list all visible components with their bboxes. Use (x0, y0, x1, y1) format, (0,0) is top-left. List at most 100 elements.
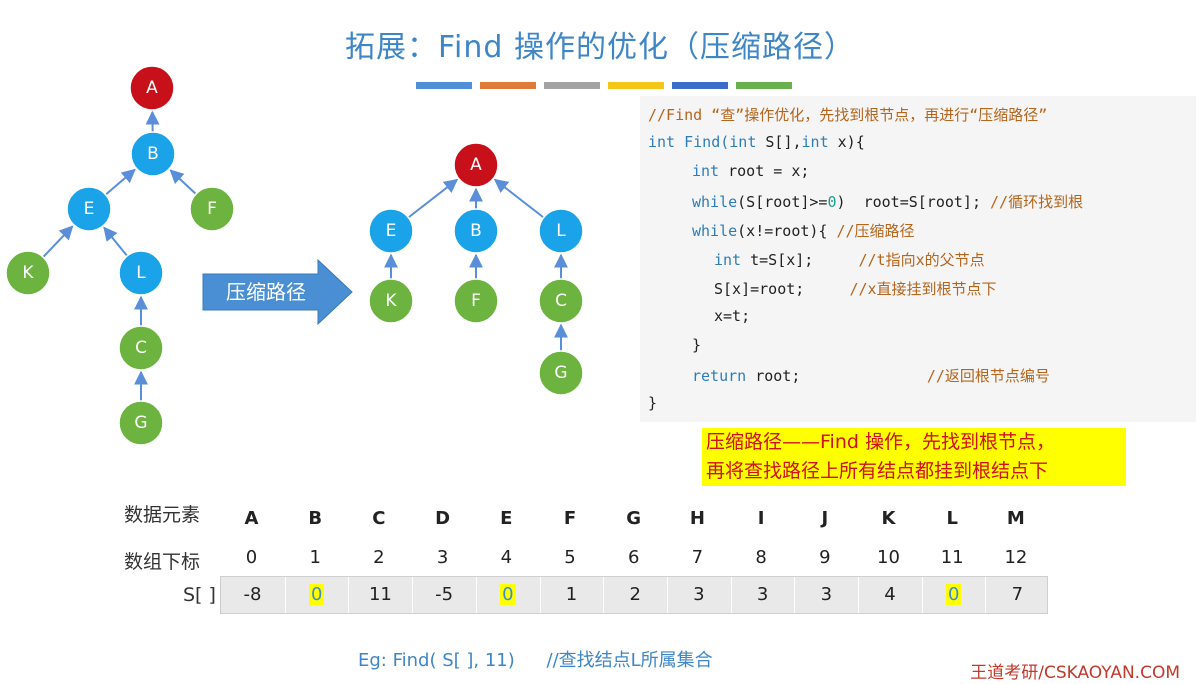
index-cell: 0 (245, 547, 258, 568)
s-value-cell: 4 (858, 577, 921, 613)
code-token: x){ (828, 133, 865, 151)
element-cell: D (435, 508, 451, 529)
index-cell: 8 (755, 547, 767, 568)
code-comment-line: //Find “查”操作优化，先找到根节点，再进行“压缩路径” (648, 106, 1048, 124)
s-value-cell: 3 (666, 577, 730, 613)
s-value: 0 (500, 584, 516, 605)
s-value: 0 (945, 584, 962, 605)
s-value-cell: -8 (221, 577, 284, 613)
tree-node-after-B: B (453, 208, 499, 254)
tree-node-before-F: F (189, 186, 235, 232)
row-label-indices: 数组下标 (124, 551, 201, 573)
summary-line-2: 再将查找路径上所有结点都挂到根结点下 (706, 460, 1049, 482)
tree-node-label: G (134, 413, 147, 433)
index-cell: 6 (627, 547, 640, 568)
element-cell: M (1006, 508, 1025, 529)
tree-node-after-K: K (368, 278, 414, 324)
example-line: Eg: Find( S[ ], 11) //查找结点L所属集合 (358, 646, 713, 672)
index-cell: 10 (877, 547, 900, 568)
s-value: 2 (629, 584, 641, 605)
color-bar (544, 82, 600, 89)
tree-node-label: B (470, 221, 482, 241)
tree-node-before-K: K (5, 250, 51, 296)
tree-node-after-A: A (453, 142, 499, 188)
tree-node-label: E (84, 199, 95, 219)
code-line-t: int t=S[x]; //t指向x的父节点 (714, 249, 985, 270)
code-token: 0 (827, 193, 837, 211)
code-line-while-compress: while(x!=root){ //压缩路径 (692, 220, 915, 241)
brand-watermark: 王道考研/CSKAOYAN.COM (970, 663, 1180, 683)
summary-line-1: 压缩路径——Find 操作，先找到根节点， (706, 431, 1055, 453)
s-value-cell: 0 (284, 577, 348, 613)
code-comment: //压缩路径 (836, 222, 915, 240)
index-cell: 7 (691, 547, 704, 568)
tree-node-after-G: G (538, 350, 584, 396)
code-token: t=S[x]; (741, 251, 859, 269)
example-call: Eg: Find( S[ ], 11) (358, 650, 515, 671)
s-value: 0 (308, 584, 325, 605)
element-cell: G (626, 508, 642, 529)
code-line-while-root: while(S[root]>=0) root=S[root]; //循环找到根 (692, 191, 1083, 212)
tree-edge-before-L-E (103, 226, 128, 257)
tree-node-after-C: C (538, 278, 584, 324)
element-cell: A (244, 508, 259, 529)
code-line-return: return root; //返回根节点编号 (692, 365, 1050, 386)
s-value-cell: 0 (921, 577, 985, 613)
tree-node-before-L: L (118, 250, 164, 296)
s-value: 3 (820, 584, 833, 605)
index-cell: 5 (564, 547, 576, 568)
index-cell: 4 (500, 547, 513, 568)
index-cell: 1 (309, 547, 321, 568)
index-cell: 2 (373, 547, 385, 568)
element-cell: K (881, 508, 896, 529)
code-token: while (692, 222, 738, 240)
color-bar (480, 82, 536, 89)
code-token: root; (746, 367, 927, 385)
tree-edge-before-F-B (169, 169, 197, 195)
element-cell: B (308, 508, 323, 529)
s-value-cell: 3 (794, 577, 857, 613)
index-cell: 3 (436, 547, 449, 568)
s-value: 3 (693, 584, 705, 605)
element-cell: C (372, 508, 386, 529)
s-value: -5 (435, 584, 454, 605)
tree-node-before-G: G (118, 400, 164, 446)
tree-node-label: C (135, 338, 147, 358)
code-token: while (692, 193, 738, 211)
code-line-close-fn: } (648, 394, 658, 412)
tree-node-label: B (147, 144, 159, 164)
tree-node-label: C (555, 291, 567, 311)
s-value-cell: 7 (985, 577, 1048, 613)
tree-edge-after-L-A (493, 178, 545, 219)
s-value-cell: 0 (475, 577, 539, 613)
s-value-cell: 11 (348, 577, 411, 613)
code-line-root: int root = x; (692, 162, 809, 180)
code-comment: //t指向x的父节点 (858, 251, 985, 269)
summary-highlight: 压缩路径——Find 操作，先找到根节点， 再将查找路径上所有结点都挂到根结点下 (702, 428, 1126, 486)
code-token: Find( (675, 133, 730, 151)
s-value-cell: 3 (730, 577, 794, 613)
code-token: (x!=root){ (737, 222, 837, 240)
s-value: -8 (243, 584, 262, 605)
s-value: 11 (368, 584, 392, 605)
index-cell: 12 (1004, 547, 1028, 568)
code-panel: //Find “查”操作优化，先找到根节点，再进行“压缩路径” int Find… (640, 96, 1196, 422)
element-cell: E (500, 508, 513, 529)
code-comment: //x直接挂到根节点下 (849, 280, 997, 298)
slide-title: 拓展：Find 操作的优化（压缩路径） (344, 30, 855, 65)
tree-node-after-F: F (453, 278, 499, 324)
code-line-close-while: } (692, 336, 702, 354)
tree-node-label: F (207, 199, 217, 219)
element-cell: J (821, 508, 829, 529)
code-token: int (692, 162, 720, 180)
code-token: return (692, 367, 747, 385)
s-value-cell: -5 (412, 577, 475, 613)
tree-node-label: E (386, 221, 397, 241)
tree-edge-before-E-B (105, 168, 136, 196)
compress-arrow-label: 压缩路径 (226, 280, 306, 304)
tree-node-label: G (554, 363, 567, 383)
s-value: 3 (756, 584, 769, 605)
tree-node-label: F (471, 291, 481, 311)
tree-node-label: L (136, 263, 146, 283)
